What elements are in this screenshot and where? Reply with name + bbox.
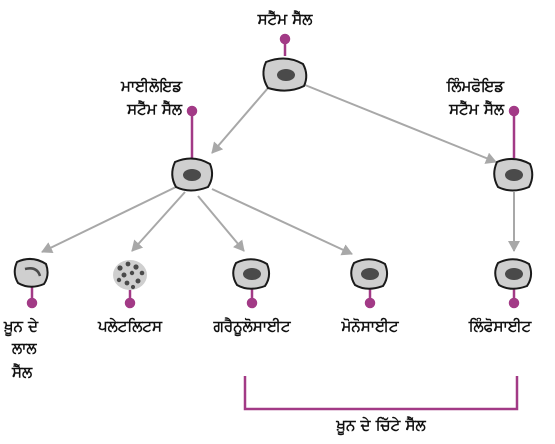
platelets-connector-dot bbox=[124, 297, 136, 309]
monocyte-cell bbox=[350, 258, 389, 290]
white-cells-label: ਖ਼ੂਨ ਦੇ ਚਿੱਟੇ ਸੈੱਲ bbox=[336, 416, 426, 434]
white-cells-bracket bbox=[243, 376, 519, 411]
stem-cell-connector-dot bbox=[279, 33, 291, 45]
platelets-cell bbox=[113, 260, 147, 290]
platelets-label: ਪਲੇਟਲਿਟਸ bbox=[97, 317, 163, 335]
granulocyte-cell bbox=[232, 258, 271, 290]
lymphocyte-label: ਲਿੰਫੋਸਾਈਟ bbox=[468, 317, 532, 335]
myeloid-label-line2: ਸਟੈੱਮ ਸੈੱਲ bbox=[127, 100, 182, 118]
myeloid-stem-cell bbox=[171, 157, 214, 192]
red-cell-label-line3: ਸੈੱਲ bbox=[12, 363, 33, 381]
granulocyte-label: ਗਰੈਨੂਲੋਸਾਈਟ bbox=[213, 317, 291, 335]
lymphoid-stem-cell bbox=[493, 158, 534, 192]
lymphoid-connector-dot bbox=[508, 105, 520, 117]
arrow-myeloid-to-granulocyte bbox=[197, 195, 245, 252]
lymphocyte-cell bbox=[494, 258, 533, 290]
red-blood-cell bbox=[13, 258, 49, 288]
lymphoid-label-line1: ਲਿੰਮਫੋਇਡ bbox=[446, 77, 504, 95]
monocyte-label: ਮੋਨੋਸਾਈਟ bbox=[341, 317, 399, 335]
red-cell-label-line1: ਖ਼ੂਨ ਦੇ bbox=[4, 317, 39, 335]
red-cell-connector-dot bbox=[26, 297, 38, 309]
myeloid-label-line1: ਮਾਈਲੋਇਡ bbox=[120, 77, 182, 95]
red-cell-label-line2: ਲਾਲ bbox=[12, 339, 37, 357]
lymphocyte-connector-dot bbox=[508, 297, 520, 309]
stem-cell-label: ਸਟੈੱਮ ਸੈੱਲ bbox=[257, 10, 313, 28]
myeloid-connector-dot bbox=[186, 105, 198, 117]
lymphoid-label-line2: ਸਟੈੱਮ ਸੈੱਲ bbox=[449, 100, 504, 118]
arrow-myeloid-to-monocyte bbox=[211, 188, 353, 256]
monocyte-connector-dot bbox=[364, 297, 376, 309]
arrow-myeloid-to-red bbox=[41, 185, 179, 254]
arrow-stem-to-lymphoid bbox=[304, 84, 497, 164]
arrow-stem-to-myeloid bbox=[211, 87, 269, 154]
arrow-myeloid-to-platelets bbox=[131, 191, 186, 252]
granulocyte-connector-dot bbox=[246, 297, 258, 309]
stem-cell bbox=[262, 57, 308, 92]
